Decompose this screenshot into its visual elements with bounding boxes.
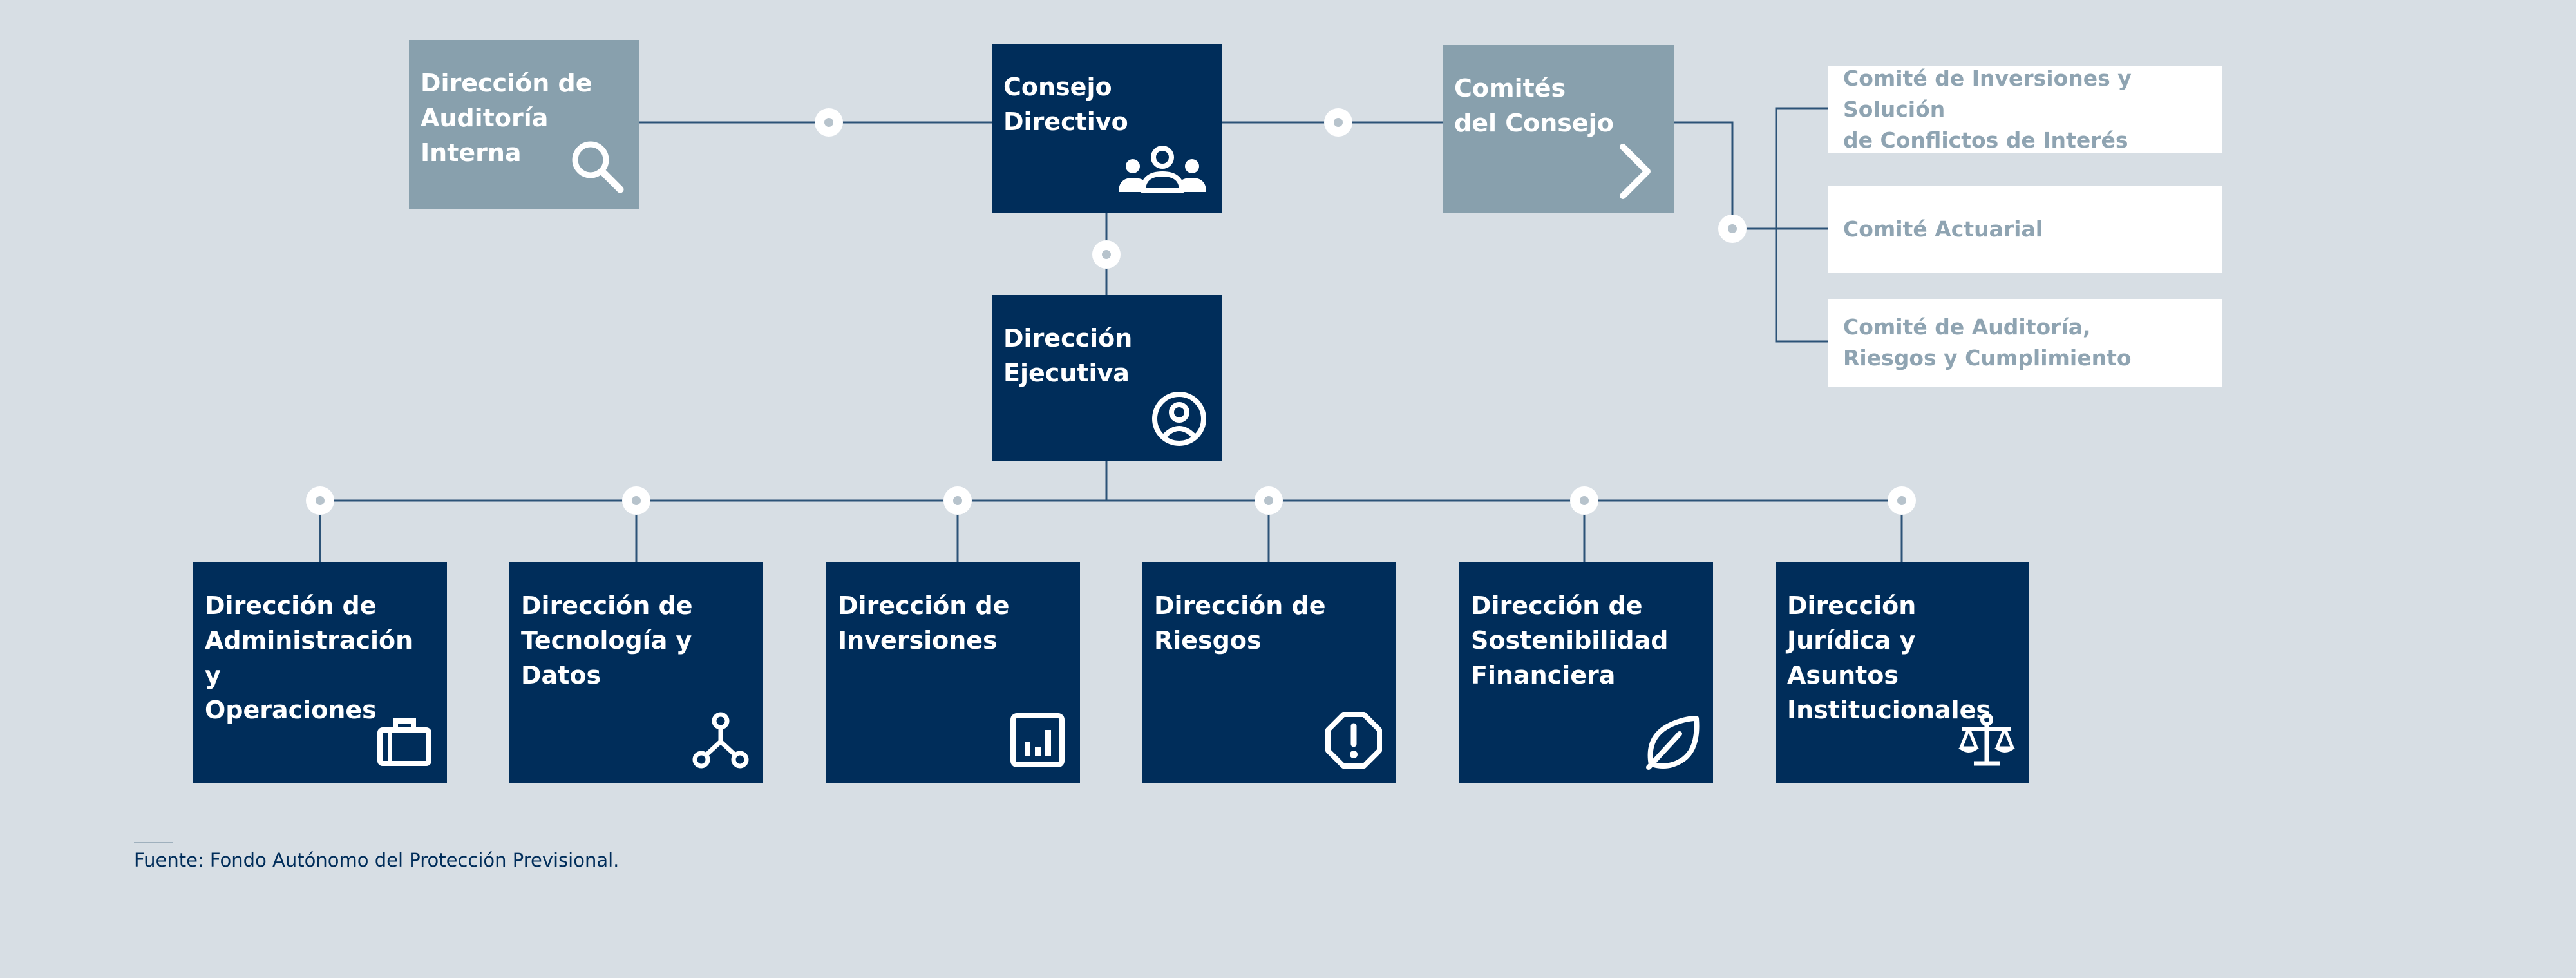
node-label: Dirección de Inversiones (838, 591, 1010, 655)
node-direccion-administracion: Dirección de Administración y Operacione… (193, 562, 447, 783)
committee-label: Comité Actuarial (1843, 216, 2043, 242)
footer-rule (134, 842, 173, 843)
node-label: Dirección de Administración y Operacione… (205, 591, 413, 724)
node-label: Comités del Consejo (1454, 74, 1614, 137)
committee-label: Comité de Inversiones y Solución de Conf… (1843, 66, 2132, 153)
network-nodes-icon (690, 709, 752, 771)
node-direccion-tecnologia: Dirección de Tecnología y Datos (509, 562, 763, 783)
people-group-icon (1117, 139, 1208, 201)
node-direccion-juridica: Dirección Jurídica y Asuntos Institucion… (1776, 562, 2029, 783)
user-circle-icon (1148, 388, 1210, 450)
magnifier-icon (566, 135, 628, 197)
warning-octagon-icon (1323, 709, 1385, 771)
node-direccion-sostenibilidad: Dirección de Sostenibilidad Financiera (1459, 562, 1713, 783)
node-comites-consejo: Comités del Consejo (1443, 45, 1674, 213)
node-auditoria-interna: Dirección de Auditoría Interna (409, 40, 639, 209)
node-label: Dirección de Sostenibilidad Financiera (1471, 591, 1669, 689)
committee-label: Comité de Auditoría, Riesgos y Cumplimie… (1843, 314, 2132, 370)
briefcase-icon (374, 709, 435, 771)
node-label: Dirección Jurídica y Asuntos Institucion… (1787, 591, 1991, 724)
node-consejo-directivo: Consejo Directivo (992, 44, 1222, 213)
committee-box: Comité de Auditoría, Riesgos y Cumplimie… (1828, 299, 2222, 387)
bar-chart-icon (1007, 709, 1068, 771)
leaf-icon (1640, 709, 1701, 771)
node-label: Dirección de Auditoría Interna (421, 69, 592, 167)
node-label: Consejo Directivo (1003, 73, 1128, 136)
node-label: Dirección de Tecnología y Datos (521, 591, 693, 689)
chevron-right-icon (1601, 139, 1663, 201)
node-label: Dirección Ejecutiva (1003, 324, 1133, 387)
committee-box: Comité de Inversiones y Solución de Conf… (1828, 66, 2222, 153)
junction-dots (306, 108, 1916, 515)
node-direccion-riesgos: Dirección de Riesgos (1142, 562, 1396, 783)
node-label: Dirección de Riesgos (1154, 591, 1326, 655)
committee-box: Comité Actuarial (1828, 186, 2222, 273)
node-direccion-inversiones: Dirección de Inversiones (826, 562, 1080, 783)
source-note: Fuente: Fondo Autónomo del Protección Pr… (134, 849, 620, 871)
scales-icon (1956, 709, 2018, 771)
node-direccion-ejecutiva: Dirección Ejecutiva (992, 295, 1222, 461)
